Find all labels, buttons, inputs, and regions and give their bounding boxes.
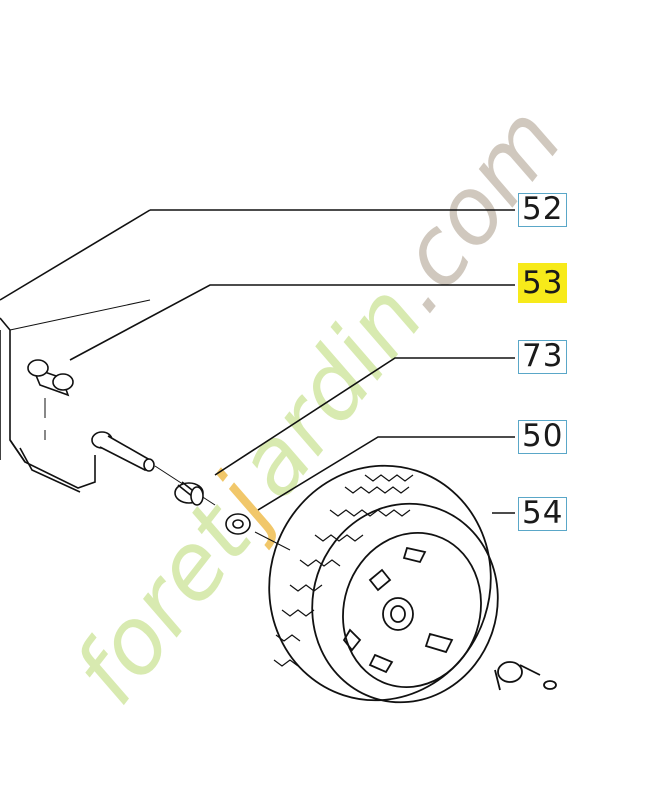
- bushing-part: [27, 359, 74, 397]
- callout-53: 53: [518, 263, 568, 303]
- callout-73: 73: [518, 340, 568, 374]
- frame-handle: [0, 209, 151, 493]
- leader-lines: [69, 209, 515, 514]
- callout-50: 50: [518, 420, 568, 454]
- callout-54: 54: [518, 497, 568, 531]
- wheel-part: [268, 464, 557, 704]
- callout-52: 52: [518, 193, 568, 227]
- nut-part: [174, 481, 204, 506]
- axle-pin: [91, 431, 216, 506]
- watermark-logo: foret j ardin .com: [53, 87, 583, 723]
- washer-part: [225, 513, 291, 551]
